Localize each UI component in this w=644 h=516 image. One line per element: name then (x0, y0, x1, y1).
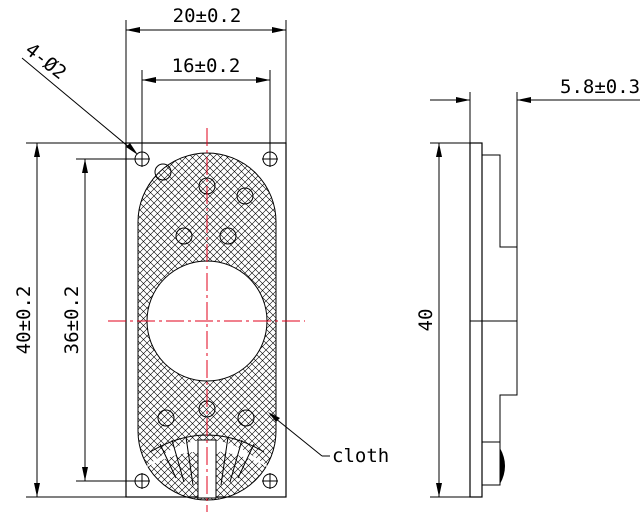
dim-depth: 5.8±0.3 (560, 76, 640, 98)
vent-hole (236, 187, 254, 205)
vent-hole (175, 227, 193, 245)
vent-hole (219, 227, 237, 245)
side-terminal-solder (500, 448, 505, 484)
dim-overall-width: 20±0.2 (173, 5, 242, 27)
dim-overall-height: 40±0.2 (13, 286, 35, 355)
side-frame-flange (469, 142, 483, 498)
front-dimensions: 20±0.2 16±0.2 40±0.2 36±0.2 4-Ø2 cloth (13, 5, 389, 498)
vent-hole (237, 409, 255, 427)
dim-hole-spacing-y: 36±0.2 (61, 286, 83, 355)
dim-side-height: 40 (415, 309, 437, 332)
material-label: cloth (332, 445, 389, 467)
vent-hole (157, 409, 175, 427)
side-dimensions: 5.8±0.3 40 (415, 76, 640, 498)
side-terminal (482, 441, 501, 486)
dim-hole-spacing-x: 16±0.2 (172, 55, 241, 77)
side-view (469, 142, 518, 498)
front-view (108, 128, 305, 512)
side-body-profile (482, 154, 518, 442)
vent-hole (154, 163, 172, 181)
